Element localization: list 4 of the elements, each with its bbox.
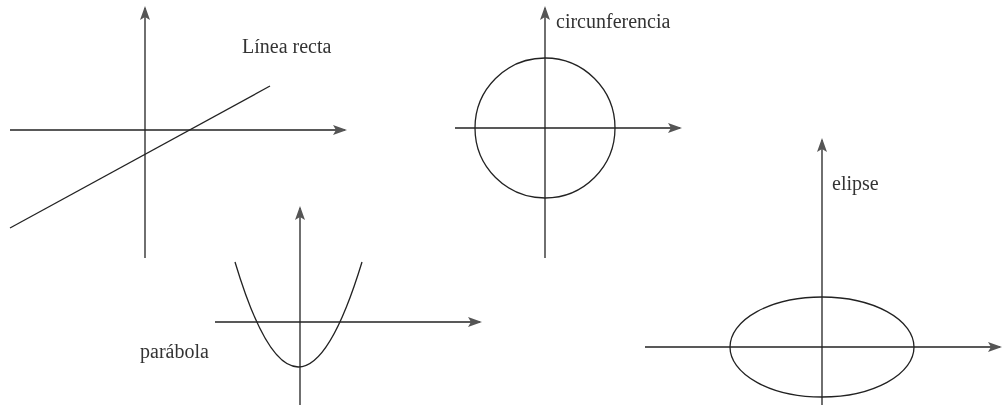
curve-label: elipse xyxy=(832,172,879,195)
curve-label: Línea recta xyxy=(242,35,332,58)
curve-label: parábola xyxy=(140,340,209,363)
curve-label: circunferencia xyxy=(556,10,671,33)
